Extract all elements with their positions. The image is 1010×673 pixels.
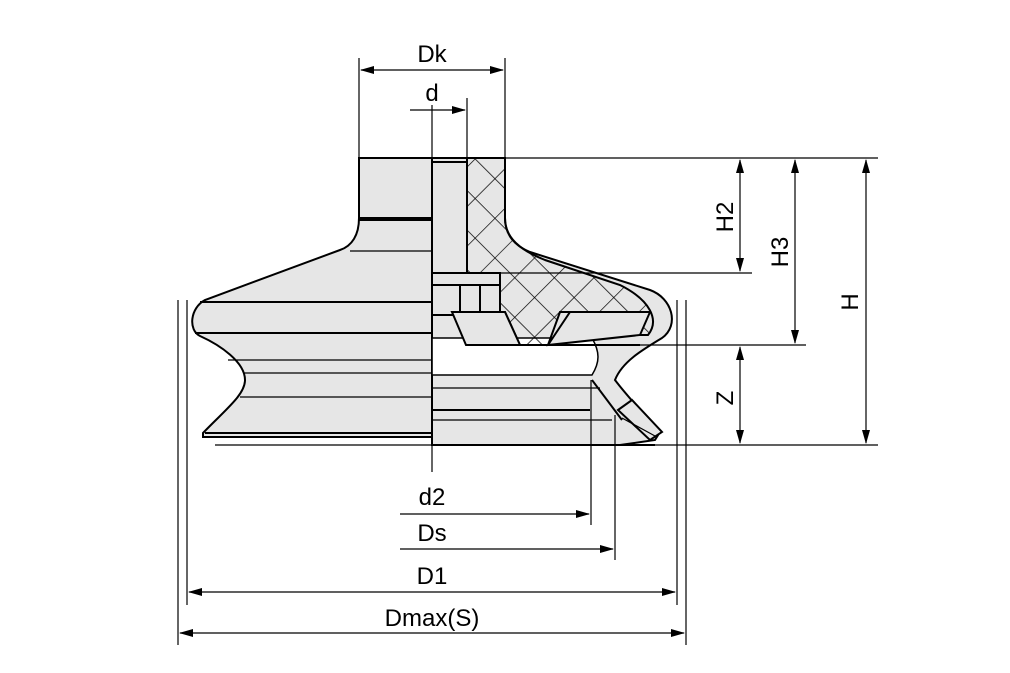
label-H3: H3 bbox=[767, 237, 794, 268]
suction-cup-section bbox=[431, 157, 673, 446]
label-d: d bbox=[425, 80, 438, 107]
label-D1: D1 bbox=[417, 563, 448, 590]
label-Ds: Ds bbox=[417, 520, 446, 547]
label-H2: H2 bbox=[712, 202, 739, 233]
dimension-lines bbox=[177, 58, 878, 645]
label-Dk: Dk bbox=[417, 41, 447, 68]
suction-cup-body bbox=[191, 157, 433, 446]
label-H: H bbox=[837, 293, 864, 310]
label-Dmax: Dmax(S) bbox=[385, 605, 480, 632]
label-Z: Z bbox=[712, 391, 739, 406]
label-d2: d2 bbox=[419, 484, 446, 511]
